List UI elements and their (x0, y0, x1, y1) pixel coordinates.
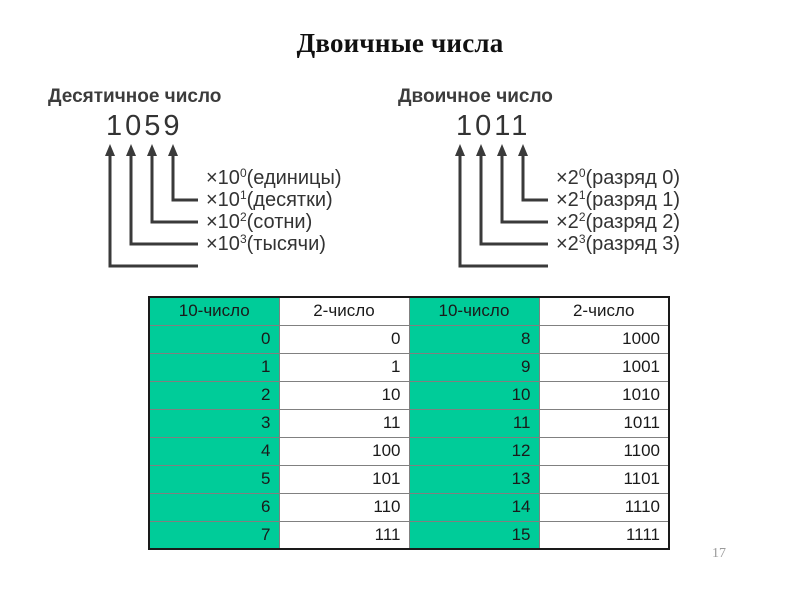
power-multiplier: ×10 (206, 189, 240, 211)
table-row: 7 111 15 1111 (148, 520, 670, 550)
power-multiplier: ×10 (206, 167, 240, 189)
binary-power-list: ×20(разряд 0) ×21(разряд 1) ×22(разряд 2… (556, 162, 761, 255)
page-title: Двоичные числа (296, 28, 504, 58)
table-cell-decimal: 4 (148, 436, 280, 466)
power-exponent: 2 (578, 210, 586, 224)
power-exponent: 1 (578, 188, 586, 202)
decimal-number-value: 1059 (106, 110, 183, 142)
power-row: ×102(сотни) (206, 206, 411, 233)
power-row: ×103(тысячи) (206, 228, 411, 255)
decimal-number-diagram: Десятичное число 1059 ×100(е (48, 86, 408, 281)
power-description: (разряд 2) (585, 211, 681, 233)
table-cell-binary: 11 (278, 408, 410, 438)
binary-number-value: 1011 (456, 110, 531, 142)
table-row: 6 110 14 1110 (148, 492, 670, 522)
table-cell-binary: 1001 (538, 352, 670, 382)
table-header-cell: 2-число (538, 296, 670, 326)
table-cell-binary: 0 (278, 324, 410, 354)
table-cell-binary: 1000 (538, 324, 670, 354)
power-description: (разряд 1) (585, 189, 681, 211)
power-row: ×23(разряд 3) (556, 228, 761, 255)
power-row: ×20(разряд 0) (556, 162, 761, 189)
power-multiplier: ×10 (206, 211, 240, 233)
table-row: 4 100 12 1100 (148, 436, 670, 466)
binary-number-diagram: Двоичное число 1011 ×20(разряд 0) ×21(ра… (398, 86, 758, 281)
power-description: (десятки) (246, 189, 333, 211)
power-multiplier: ×2 (556, 211, 579, 233)
table-cell-decimal: 9 (408, 352, 540, 382)
power-exponent: 3 (239, 232, 247, 246)
decimal-power-list: ×100(единицы) ×101(десятки) ×102(сотни) … (206, 162, 411, 255)
table-cell-decimal: 10 (408, 380, 540, 410)
power-exponent: 2 (239, 210, 247, 224)
table-header-cell: 2-число (278, 296, 410, 326)
power-description: (разряд 0) (585, 167, 681, 189)
table-cell-decimal: 7 (148, 520, 280, 550)
table-row: 5 101 13 1101 (148, 464, 670, 494)
power-row: ×100(единицы) (206, 162, 411, 189)
table-cell-binary: 1100 (538, 436, 670, 466)
table-row: 3 11 11 1011 (148, 408, 670, 438)
table-row: 1 1 9 1001 (148, 352, 670, 382)
power-description: (единицы) (246, 167, 342, 189)
table-cell-binary: 1101 (538, 464, 670, 494)
table-cell-decimal: 1 (148, 352, 280, 382)
table-cell-decimal: 0 (148, 324, 280, 354)
table-cell-binary: 111 (278, 520, 410, 550)
table-header-cell: 10-число (148, 296, 280, 326)
table-cell-binary: 1110 (538, 492, 670, 522)
table-cell-decimal: 5 (148, 464, 280, 494)
power-multiplier: ×10 (206, 233, 240, 255)
table-cell-decimal: 2 (148, 380, 280, 410)
table-row: 0 0 8 1000 (148, 324, 670, 354)
table-cell-decimal: 15 (408, 520, 540, 550)
binary-diagram-caption: Двоичное число (398, 86, 553, 107)
power-multiplier: ×2 (556, 189, 579, 211)
table-cell-decimal: 12 (408, 436, 540, 466)
table-cell-decimal: 14 (408, 492, 540, 522)
table-cell-binary: 1010 (538, 380, 670, 410)
table-cell-binary: 1 (278, 352, 410, 382)
power-exponent: 0 (239, 166, 247, 180)
decimal-binary-conversion-table: 10-число 2-число 10-число 2-число 0 0 8 … (148, 296, 670, 550)
table-cell-decimal: 6 (148, 492, 280, 522)
table-cell-binary: 110 (278, 492, 410, 522)
table-cell-decimal: 13 (408, 464, 540, 494)
table-cell-decimal: 8 (408, 324, 540, 354)
power-description: (разряд 3) (585, 233, 681, 255)
power-row: ×101(десятки) (206, 184, 411, 211)
table-cell-binary: 1111 (538, 520, 670, 550)
power-multiplier: ×2 (556, 233, 579, 255)
table-cell-decimal: 3 (148, 408, 280, 438)
table-cell-decimal: 11 (408, 408, 540, 438)
power-exponent: 1 (239, 188, 247, 202)
table-cell-binary: 10 (278, 380, 410, 410)
table-cell-binary: 1011 (538, 408, 670, 438)
power-row: ×22(разряд 2) (556, 206, 761, 233)
table-header-cell: 10-число (408, 296, 540, 326)
power-description: (сотни) (246, 211, 313, 233)
power-description: (тысячи) (246, 233, 326, 255)
table-header-row: 10-число 2-число 10-число 2-число (148, 296, 670, 326)
table-cell-binary: 101 (278, 464, 410, 494)
page-number: 17 (712, 546, 726, 561)
table-row: 2 10 10 1010 (148, 380, 670, 410)
power-exponent: 0 (578, 166, 586, 180)
power-exponent: 3 (578, 232, 586, 246)
power-multiplier: ×2 (556, 167, 579, 189)
power-row: ×21(разряд 1) (556, 184, 761, 211)
decimal-diagram-caption: Десятичное число (48, 86, 222, 107)
table-cell-binary: 100 (278, 436, 410, 466)
